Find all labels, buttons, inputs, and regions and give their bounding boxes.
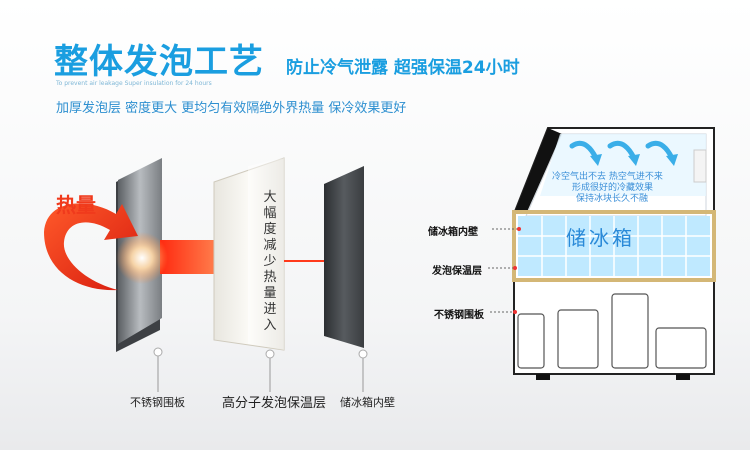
- label-inner-wall: 储冰箱内壁: [340, 396, 395, 409]
- cabinet-leaders: [488, 228, 518, 313]
- ice-box-label: 储冰箱: [566, 226, 635, 250]
- inner-wall-panel: [324, 166, 364, 348]
- residual-heat-line: [284, 260, 344, 262]
- cabinet-foot-right: [676, 374, 690, 380]
- foam-panel-highlight: [248, 158, 284, 350]
- cabinet-slant-edge: [514, 128, 562, 214]
- heat-arrow-icon: [44, 203, 138, 291]
- vertical-char: 热: [263, 270, 277, 285]
- vertical-char: 进: [263, 302, 277, 317]
- foam-panel: [213, 157, 285, 351]
- vertical-char: 度: [263, 222, 277, 237]
- vertical-char: 幅: [263, 206, 277, 221]
- leader-dot-middle: [265, 349, 275, 359]
- leader-dot-steel: [513, 310, 517, 314]
- vertical-caption: 大 幅 度 减 少 热 量 进 入: [260, 190, 280, 334]
- side-label-foam: 发泡保温层: [432, 266, 482, 277]
- leader-dot-inner: [517, 227, 521, 231]
- cabinet-text-line2: 形成很好的冷藏效果: [572, 183, 654, 193]
- heat-glow: [116, 232, 168, 284]
- feature-description: 加厚发泡层 密度更大 更均匀有效隔绝外界热量 保冷效果更好: [56, 101, 407, 116]
- cabinet-foot-left: [536, 374, 550, 380]
- page-title: 整体发泡工艺: [54, 42, 264, 82]
- vertical-char: 少: [263, 254, 277, 269]
- cabinet-text-line1: 冷空气出不去 热空气进不来: [552, 172, 663, 182]
- side-label-steel: 不锈钢围板: [434, 310, 484, 321]
- vertical-char: 入: [263, 318, 277, 333]
- page-subtitle: 防止冷气泄露 超强保温24小时: [286, 58, 520, 78]
- vertical-char: 大: [263, 190, 277, 205]
- lower-compartments: [517, 293, 707, 369]
- label-steel-panel: 不锈钢围板: [130, 396, 185, 409]
- ice-grid: [518, 216, 710, 276]
- leader-dot-left: [153, 347, 163, 357]
- cold-air-arrow-heads: [590, 154, 678, 166]
- vertical-char: 量: [263, 286, 277, 301]
- leader-dot-right: [358, 349, 368, 359]
- side-label-inner-wall: 储冰箱内壁: [428, 227, 478, 238]
- cabinet-foam-layer: [512, 210, 716, 282]
- label-foam-layer: 高分子发泡保温层: [222, 396, 327, 411]
- cabinet-text-line3: 保持冰块长久不融: [576, 194, 649, 204]
- vertical-char: 减: [263, 238, 277, 253]
- leader-dot-foam: [513, 266, 517, 270]
- heat-label: 热量: [56, 193, 96, 217]
- english-caption: To prevent air leakage Super insulation …: [56, 80, 212, 87]
- cabinet-side-gauge: [693, 149, 707, 183]
